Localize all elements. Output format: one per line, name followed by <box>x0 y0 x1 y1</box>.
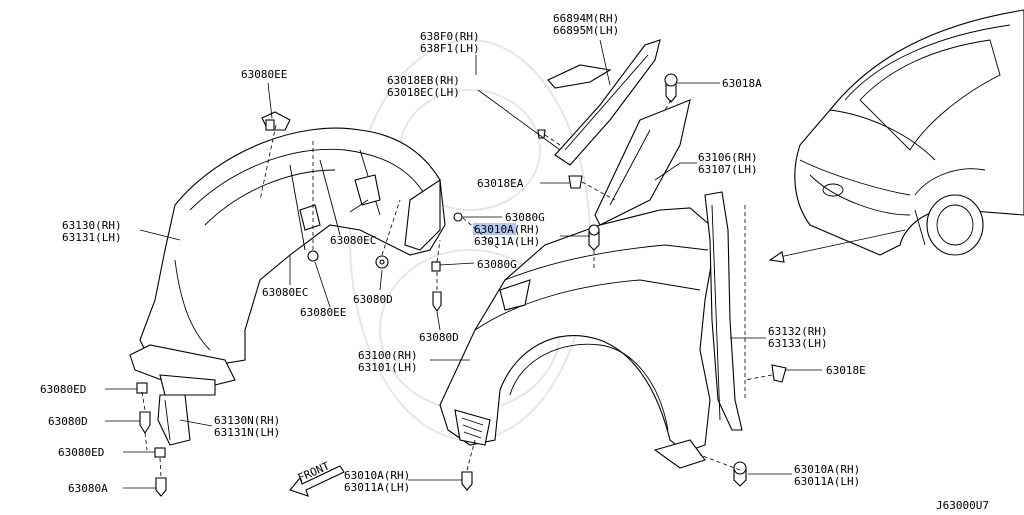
callout-63080d-3: 63080D <box>48 415 88 428</box>
callout-63010a-right-lh: 63011A(LH) <box>794 475 860 488</box>
front-fender <box>439 207 713 469</box>
callout-63018e: 63018E <box>826 364 866 377</box>
callout-63080d-2: 63080D <box>419 331 459 344</box>
callout-63080ec: 63080EC <box>330 234 376 247</box>
fastener-icons-left <box>136 119 546 497</box>
callout-63010a-hl-rh: 63010A(RH) <box>474 223 540 236</box>
callout-63010a-bot-lh: 63011A(LH) <box>344 481 410 494</box>
callout-63080ec-2: 63080EC <box>262 286 308 299</box>
callout-66894m-lh: 66895M(LH) <box>553 24 619 37</box>
upper-seal <box>547 39 661 166</box>
callout-63130n-rh: 63130N(RH) <box>214 414 280 427</box>
callout-63018eb-rh: 63018EB(RH) <box>387 74 460 87</box>
callout-63106-rh: 63106(RH) <box>698 151 758 164</box>
callout-63100-lh: 63101(LH) <box>358 361 418 374</box>
callout-63018ea: 63018EA <box>477 177 524 190</box>
leader-lines <box>105 39 822 489</box>
callout-63080ed-2: 63080ED <box>58 446 104 459</box>
callout-63132-rh: 63132(RH) <box>768 325 828 338</box>
callout-63018eb-lh: 63018EC(LH) <box>387 86 460 99</box>
callout-highlight <box>473 223 516 235</box>
fastener-icons-right <box>461 73 787 491</box>
callout-63010a-hl-lh: 63011A(LH) <box>474 235 540 248</box>
callout-63080ee-2: 63080EE <box>300 306 346 319</box>
callout-63132-lh: 63133(LH) <box>768 337 828 350</box>
callout-63080g-1: 63080G <box>505 211 545 224</box>
side-garnish <box>704 191 743 431</box>
callout-63010a-right-rh: 63010A(RH) <box>794 463 860 476</box>
diagram-code: J63000U7 <box>936 499 989 511</box>
callout-63100-rh: 63100(RH) <box>358 349 418 362</box>
callout-638f-lh: 638F1(LH) <box>420 42 480 55</box>
callout-63080ed-1: 63080ED <box>40 383 86 396</box>
fender-support <box>594 99 691 226</box>
callout-labels: 638F0(RH) 638F1(LH) 66894M(RH) 66895M(LH… <box>40 12 989 512</box>
callout-63080g-2: 63080G <box>477 258 517 271</box>
front-arrow <box>289 465 345 497</box>
callout-63130-lh: 63131(LH) <box>62 231 122 244</box>
lower-bracket <box>157 394 191 446</box>
callout-63130n-lh: 63131N(LH) <box>214 426 280 439</box>
assembly-lines <box>141 99 773 478</box>
callout-638f-rh: 638F0(RH) <box>420 30 480 43</box>
callout-63080a: 63080A <box>68 482 108 495</box>
vehicle-icon <box>768 9 1024 263</box>
callout-63080ee-top: 63080EE <box>241 68 287 81</box>
callout-63130-rh: 63130(RH) <box>62 219 122 232</box>
callout-66894m-rh: 66894M(RH) <box>553 12 619 25</box>
callout-63106-lh: 63107(LH) <box>698 163 758 176</box>
fender-protector <box>129 111 446 396</box>
callout-63080d-1: 63080D <box>353 293 393 306</box>
callout-63010a-bot-rh: 63010A(RH) <box>344 469 410 482</box>
callout-63018a: 63018A <box>722 77 762 90</box>
